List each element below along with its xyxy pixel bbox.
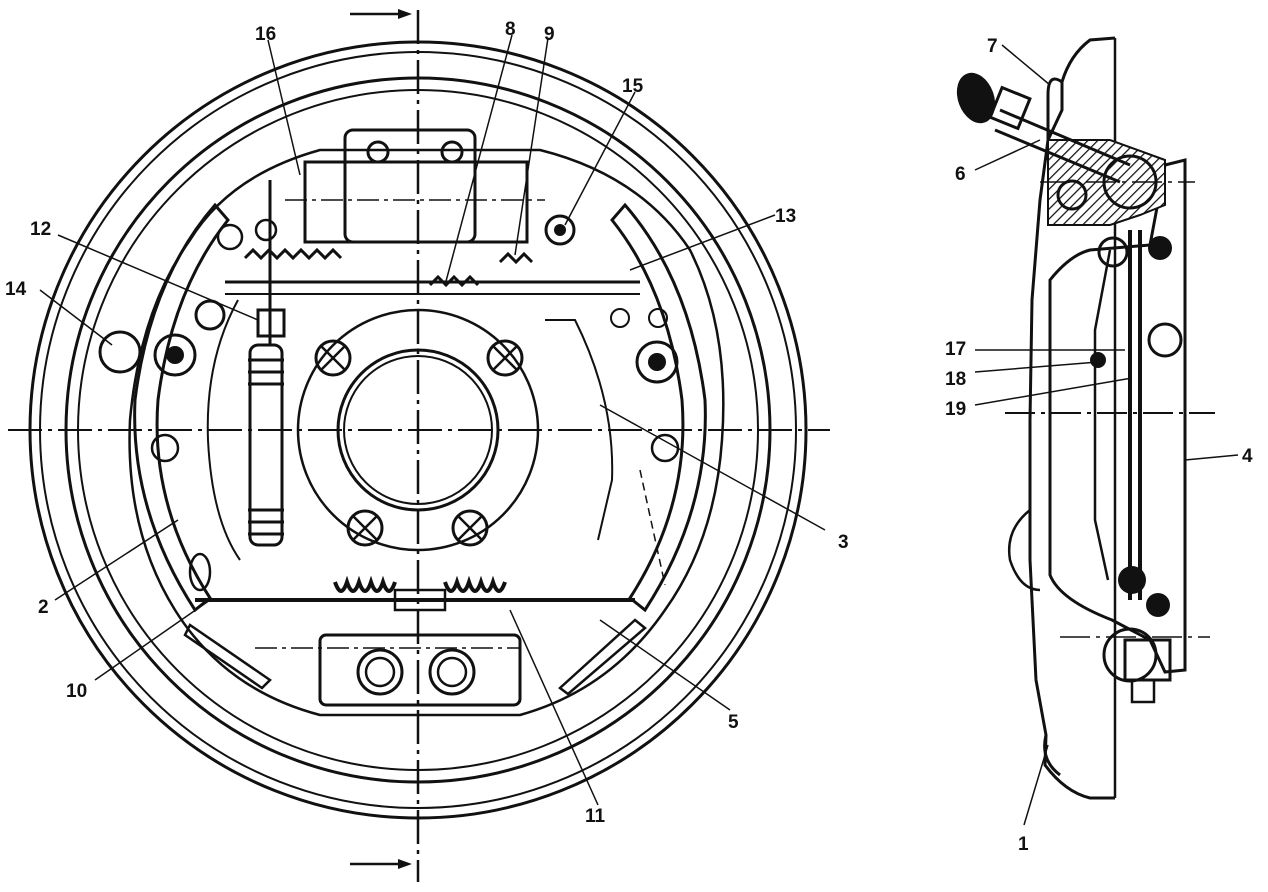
adjuster-clip	[256, 308, 286, 338]
side-section-view	[956, 36, 1239, 826]
front-leaders	[39, 34, 826, 806]
wheel-cylinder-bore	[343, 128, 477, 244]
backing-plate-outline	[128, 148, 725, 717]
left-shoe-web	[206, 299, 241, 561]
callout-9: 9	[544, 24, 555, 45]
callout-5: 5	[728, 712, 739, 733]
callout-13: 13	[775, 206, 796, 227]
wheel-cylinder-body	[303, 160, 529, 244]
side-spring	[1147, 322, 1183, 358]
lower-pin	[1118, 566, 1146, 594]
callout-12: 12	[30, 219, 51, 240]
section-arrow-bottom-head	[398, 859, 412, 869]
wheel-cylinder-bolt	[1056, 179, 1088, 211]
lower-left-bracket	[183, 623, 272, 690]
callout-8: 8	[505, 19, 516, 40]
upper-return-spring	[243, 247, 534, 288]
upper-pin	[1097, 236, 1129, 268]
callout-15: 15	[622, 76, 644, 97]
callout-4: 4	[1242, 446, 1253, 467]
anchor-bolt-left	[356, 648, 404, 696]
callout-18: 18	[945, 369, 966, 390]
hub-bolt	[486, 339, 524, 377]
callout-11: 11	[585, 806, 606, 827]
callout-17: 17	[945, 339, 966, 360]
eccentric-left	[153, 333, 197, 377]
callout-14: 14	[5, 279, 27, 300]
holddown-pin	[648, 308, 668, 328]
anchor-bolt-left-inner	[364, 656, 396, 688]
callout-3: 3	[838, 532, 849, 553]
hub-bolt	[314, 339, 352, 377]
adjuster-coil	[248, 358, 284, 536]
bleeder-cap-right	[440, 140, 464, 164]
upper-pin-right	[1148, 236, 1172, 260]
holddown-group	[98, 214, 680, 592]
callout-10: 10	[66, 681, 87, 702]
callout-1: 1	[1018, 834, 1029, 855]
shoe-hole	[650, 433, 680, 463]
drum-profile	[1028, 36, 1116, 800]
lower-right-bracket	[558, 618, 647, 696]
lower-spring-centre	[393, 588, 447, 612]
bleeder-cap	[956, 72, 996, 124]
right-shoe-web	[545, 319, 614, 541]
anchor-stud	[1130, 678, 1156, 704]
mid-pin	[1090, 352, 1106, 368]
right-brake-shoe	[610, 202, 707, 613]
hub-flange	[296, 308, 540, 552]
holddown-pin	[216, 223, 244, 251]
left-brake-shoe	[133, 202, 230, 613]
shoe-hole	[150, 433, 180, 463]
holddown-pin	[544, 214, 576, 246]
hub-bore-inner	[343, 355, 493, 505]
callout-2: 2	[38, 597, 49, 618]
lower-return-spring	[333, 575, 507, 593]
bleeder-hex	[988, 85, 1032, 131]
shoe-hole	[188, 552, 212, 592]
side-leaders	[974, 44, 1239, 826]
backing-plate-wave	[1007, 509, 1041, 592]
eccentric-left-outer	[98, 330, 142, 374]
bleeder-cap-left	[366, 140, 390, 164]
callout-7: 7	[987, 36, 998, 57]
drum-lip-bottom	[1043, 734, 1061, 777]
anchor-bolt-right	[428, 648, 476, 696]
section-arrow-top-head	[398, 9, 412, 19]
front-view	[8, 9, 830, 882]
hub-bolt-group	[314, 339, 524, 547]
holddown-pin	[194, 299, 226, 331]
eccentric-right	[635, 340, 679, 384]
hub-bolt	[451, 509, 489, 547]
anchor-block	[318, 633, 522, 707]
drum-lip-top	[1046, 77, 1063, 160]
anchor-bolt-right-inner	[436, 656, 468, 688]
lower-pin-2	[1146, 593, 1170, 617]
callout-6: 6	[955, 164, 966, 185]
adjuster-body	[248, 343, 284, 547]
shoe-web-section	[1093, 249, 1112, 581]
right-shoe-dashed	[639, 469, 666, 586]
hub-bore-outer	[336, 348, 500, 512]
callout-labels: 1 2 3 4 5 6 7 8 9 10 11 12 13 14 15 16 1…	[5, 19, 1253, 855]
callout-16: 16	[255, 24, 276, 45]
hub-bolt	[346, 509, 384, 547]
callout-19: 19	[945, 399, 966, 420]
holddown-pin	[254, 218, 278, 242]
holddown-pin	[610, 308, 630, 328]
shoe-lining-section	[1128, 230, 1142, 600]
backing-plate-profile	[1048, 158, 1187, 674]
